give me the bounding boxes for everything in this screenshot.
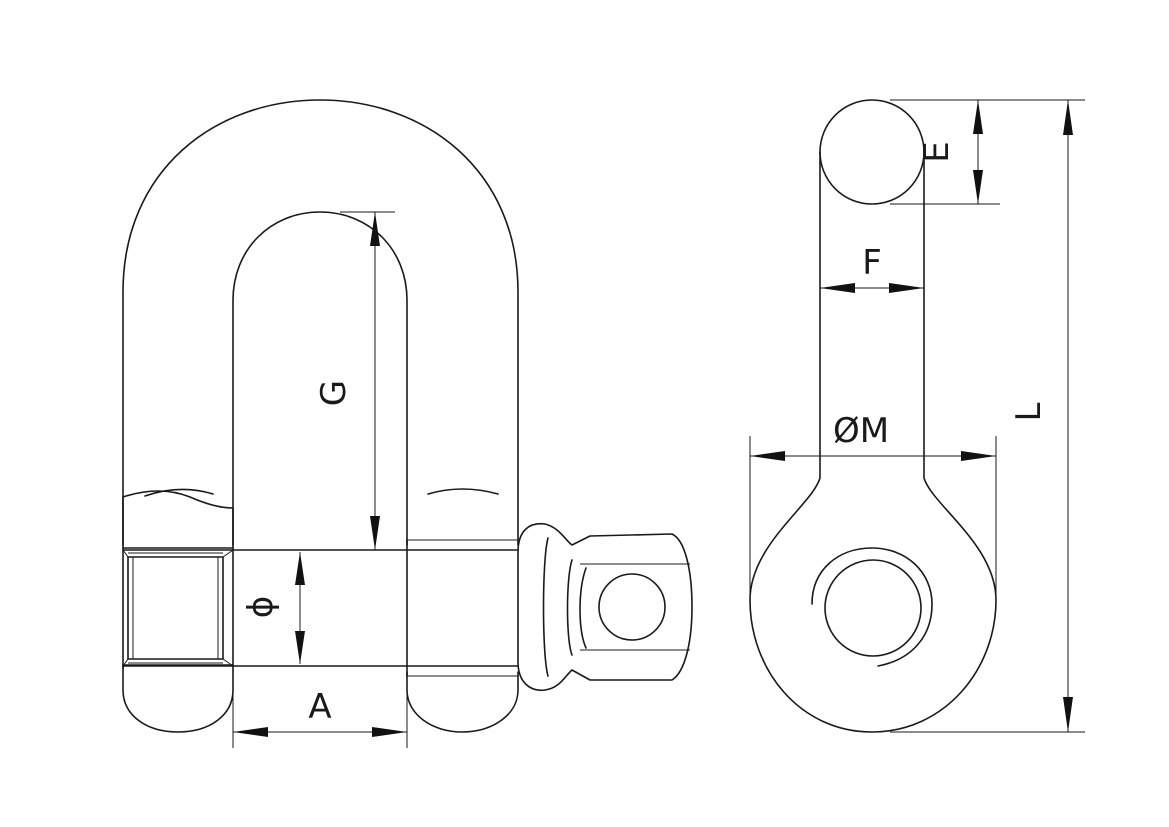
left-leg-bottom-section [122,664,234,733]
dimension-label-phi: ϕ [241,596,281,618]
shackle-inner-outline [232,211,408,546]
pin-eye-hole [598,573,666,641]
dimension-phi: ϕ [241,552,305,664]
dimension-label-l: L [1009,402,1049,421]
side-view [749,99,997,733]
pin-head [517,522,693,691]
dimension-label-g: G [314,380,354,406]
dimension-a: A [232,670,408,748]
dimension-om: ØM [749,411,997,600]
dimension-g: G [314,211,395,550]
right-leg-bottom [406,671,519,733]
left-leg-section [122,490,234,549]
bow-cross-section [819,99,925,205]
dimension-label-f: F [862,243,882,283]
dimension-label-e: E [917,141,957,162]
side-eye-hole [824,559,922,657]
side-body-outline [749,151,997,733]
pin-thread [127,556,224,660]
dimension-l: L [890,99,1085,733]
shackle-body-outline [122,99,519,546]
dimension-label-a: A [308,687,331,727]
dimension-f: F [820,243,924,293]
dimension-e: E [890,99,1000,205]
front-view [122,99,693,733]
dimension-label-om: ØM [833,411,889,451]
